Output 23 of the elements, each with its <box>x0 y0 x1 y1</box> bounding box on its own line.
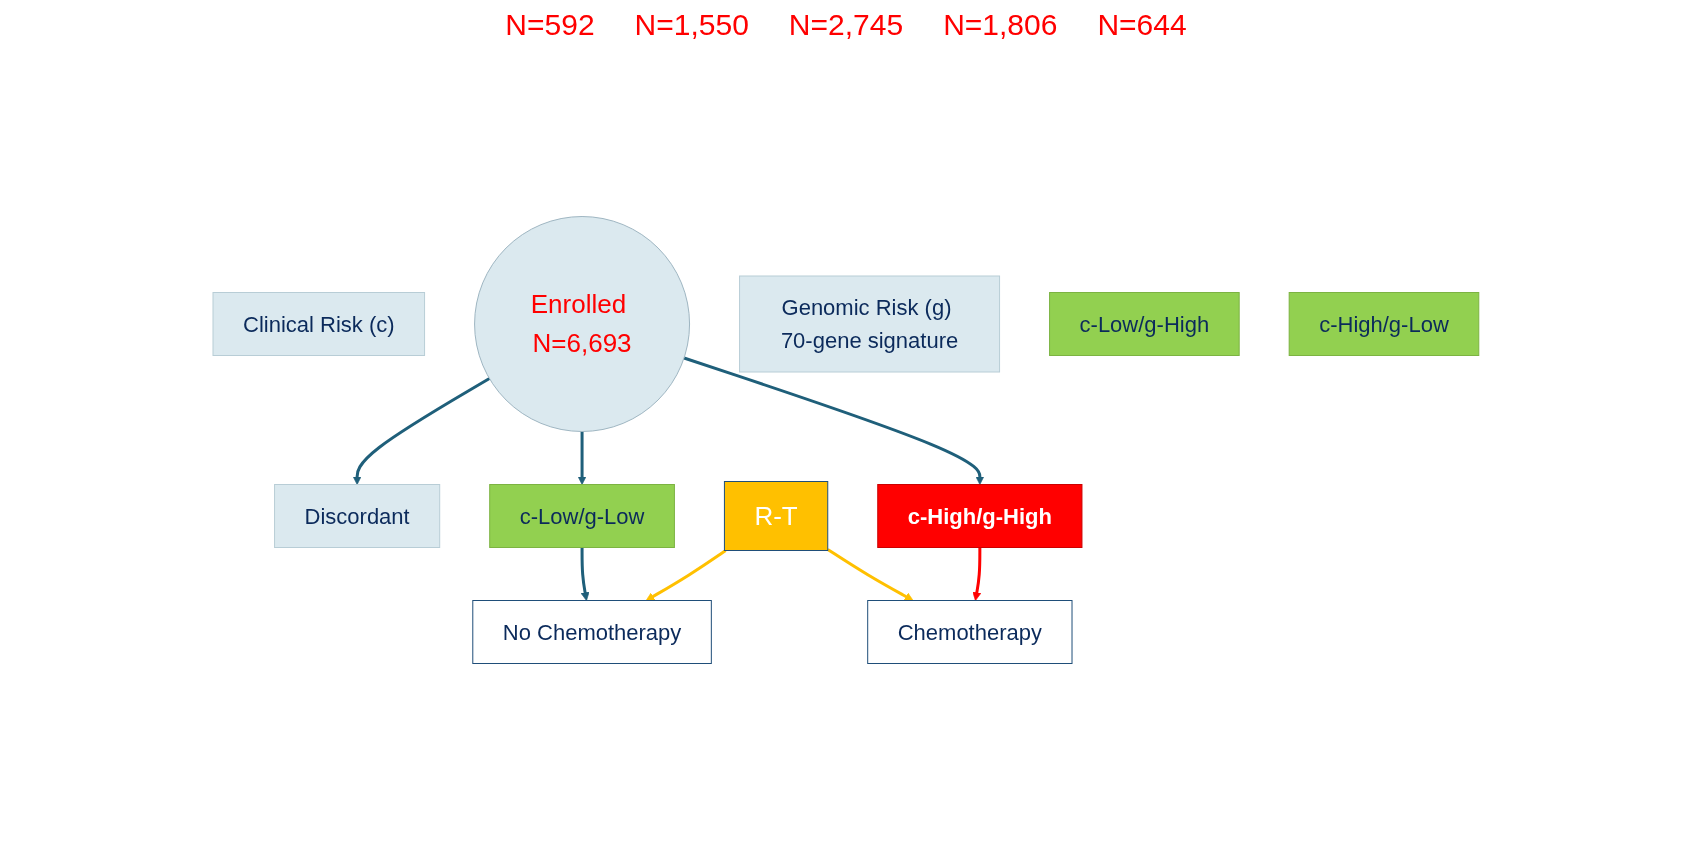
count-label: N=1,550 <box>634 8 749 42</box>
arrow <box>352 377 491 485</box>
node-box: No Chemotherapy <box>472 600 712 664</box>
count-label: N=592 <box>505 8 595 42</box>
count-label: N=1,806 <box>943 8 1058 42</box>
node-box: Clinical Risk (c) <box>212 292 426 356</box>
node-box: c-Low/g-Low <box>489 484 676 548</box>
node-box: c-High/g-Low <box>1288 292 1480 356</box>
count-label: N=644 <box>1097 8 1187 42</box>
node-box: Discordant <box>274 484 441 548</box>
arrow <box>577 431 587 485</box>
node-box: c-Low/g-High <box>1049 292 1240 356</box>
count-label: N=2,745 <box>788 8 904 42</box>
arrow <box>645 549 727 601</box>
arrow <box>683 356 985 485</box>
node-box: R-T <box>724 481 829 551</box>
node-box: Genomic Risk (g) 70-gene signature <box>739 275 1001 373</box>
node-box: c-High/g-High <box>877 484 1083 548</box>
arrow <box>972 547 982 601</box>
arrow <box>580 547 590 601</box>
node-box: Chemotherapy <box>867 600 1073 664</box>
arrow <box>827 548 914 601</box>
node-circle: Enrolled N=6,693 <box>474 216 691 432</box>
